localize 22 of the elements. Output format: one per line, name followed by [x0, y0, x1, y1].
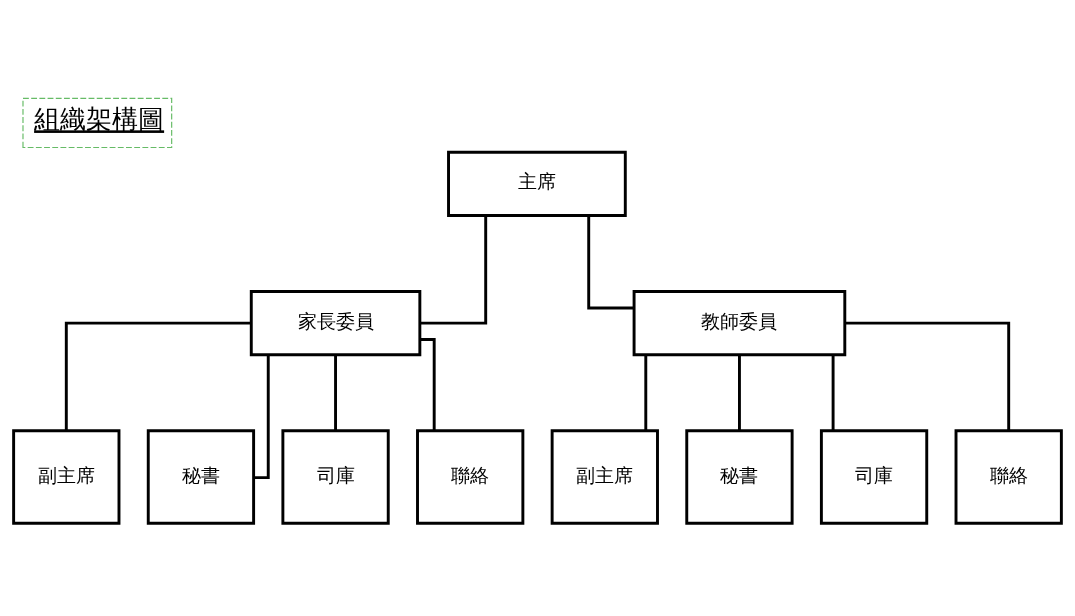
node-box: 教師委員: [632, 289, 847, 356]
node-box: 秘書: [685, 428, 794, 525]
node-box: 主席: [447, 150, 627, 217]
node-box: 聯絡: [416, 428, 525, 525]
connector: [831, 354, 835, 431]
connector: [253, 354, 270, 479]
connector: [64, 321, 252, 430]
connector: [737, 354, 741, 431]
connector: [587, 214, 634, 309]
connector: [420, 214, 488, 325]
node-box: 秘書: [146, 428, 256, 525]
node-box: 司庫: [819, 428, 929, 525]
node-box: 副主席: [550, 428, 659, 525]
connector: [644, 354, 648, 431]
connector: [420, 337, 436, 430]
node-box: 聯絡: [954, 428, 1063, 525]
node-box: 司庫: [281, 428, 390, 525]
connector: [334, 354, 338, 431]
connector: [845, 321, 1011, 430]
diagram-title: 組織架構圖: [34, 103, 165, 134]
node-box: 家長委員: [249, 289, 422, 356]
node-box: 副主席: [12, 428, 121, 525]
